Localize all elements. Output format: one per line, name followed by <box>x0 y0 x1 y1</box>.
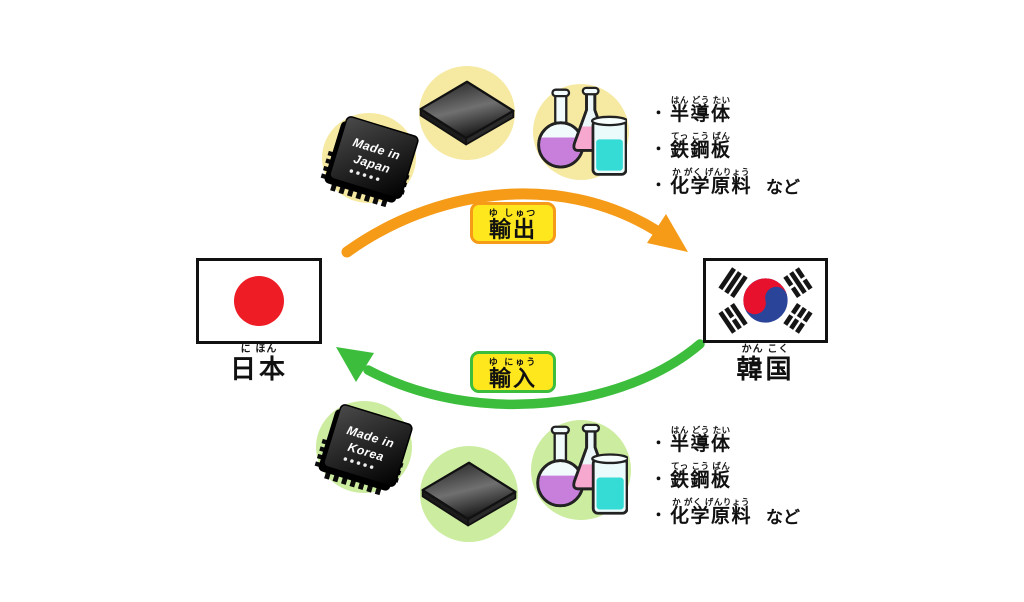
trigram-ri-icon <box>718 302 748 334</box>
goods-reading: てっ こう ばん <box>671 131 731 142</box>
korea-furigana: かん こく <box>741 344 790 355</box>
steel-plate-icon <box>421 461 517 527</box>
goods-text: 半導体 <box>670 434 732 456</box>
goods-text: 化学原料 <box>670 176 753 198</box>
import-furigana: ゆ にゅう <box>488 357 538 367</box>
goods-suffix: など <box>766 177 801 197</box>
import-chip-bubble: Made in Korea <box>314 401 413 496</box>
goods-text: 化学原料 <box>670 506 753 528</box>
bullet: ・ <box>651 177 667 195</box>
import-arrowhead-icon <box>336 347 374 382</box>
taegeuk-icon <box>743 278 788 323</box>
goods-suffix: など <box>766 507 801 527</box>
goods-text: 鉄鋼板 <box>670 470 732 492</box>
export-arrowhead-icon <box>647 214 688 252</box>
trigram-gam-icon <box>783 267 813 299</box>
import-arrow <box>363 339 705 410</box>
goods-reading: か がく げんりょう <box>672 167 750 178</box>
list-item: ・ はん どう たい半導体 <box>651 95 800 126</box>
japan-label-block: に ほん 日本 <box>196 344 322 383</box>
japan-flag-sun-icon <box>234 276 284 326</box>
goods-reading: てっ こう ばん <box>671 461 731 472</box>
list-item: ・ てっ こう ばん鉄鋼板 <box>651 461 800 492</box>
chip-pin-dots <box>343 457 374 469</box>
export-label: 輸出 <box>488 217 537 243</box>
goods-reading: はん どう たい <box>670 425 731 435</box>
trigram-geon-icon <box>718 267 748 299</box>
trigram-gon-icon <box>783 302 813 334</box>
list-item: ・ か がく げんりょう化学原料 など <box>651 497 800 528</box>
goods-text: 半導体 <box>670 104 732 126</box>
goods-reading: か がく げんりょう <box>672 497 750 508</box>
export-chip-bubble: Made in Japan <box>320 113 419 208</box>
semiconductor-chip-icon: Made in Japan <box>320 116 419 208</box>
semiconductor-chip-icon: Made in Korea <box>314 404 413 496</box>
import-chemicals-bubble <box>531 420 631 520</box>
import-label: 輸入 <box>488 366 537 392</box>
chemicals-icon <box>536 423 628 515</box>
japan-flag <box>196 258 322 344</box>
list-item: ・ か がく げんりょう化学原料 など <box>651 167 800 198</box>
import-goods-list: ・ はん どう たい半導体 ・ てっ こう ばん鉄鋼板 ・ か がく げんりょう… <box>651 425 800 528</box>
goods-reading: はん どう たい <box>670 95 731 105</box>
bullet: ・ <box>651 105 667 123</box>
bullet: ・ <box>651 471 667 489</box>
bullet: ・ <box>651 141 667 159</box>
export-steel-bubble <box>419 66 515 160</box>
japan-name: 日本 <box>229 353 288 384</box>
list-item: ・ はん どう たい半導体 <box>651 425 800 456</box>
chip-pin-dots <box>349 169 380 181</box>
korea-flag <box>703 258 828 343</box>
goods-text: 鉄鋼板 <box>670 140 732 162</box>
korea-name: 韓国 <box>736 353 795 384</box>
bullet: ・ <box>651 435 667 453</box>
export-goods-list: ・ はん どう たい半導体 ・ てっ こう ばん鉄鋼板 ・ か がく げんりょう… <box>651 95 800 198</box>
import-label-box: ゆ にゅう 輸入 <box>470 351 556 393</box>
chemicals-icon <box>537 86 627 176</box>
korea-label-block: かん こく 韓国 <box>703 344 828 383</box>
bullet: ・ <box>651 507 667 525</box>
japan-furigana: に ほん <box>240 344 278 355</box>
export-label-box: ゆ しゅつ 輸出 <box>470 202 556 244</box>
import-steel-bubble <box>420 446 518 542</box>
export-chemicals-bubble <box>533 84 629 180</box>
list-item: ・ てっ こう ばん鉄鋼板 <box>651 131 800 162</box>
steel-plate-icon <box>419 80 515 146</box>
export-furigana: ゆ しゅつ <box>488 208 538 218</box>
korea-flag-art <box>718 267 813 334</box>
export-arrow <box>341 188 663 258</box>
